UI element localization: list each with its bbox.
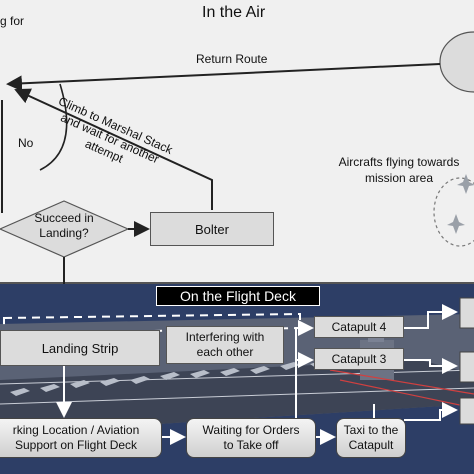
return-route-arrow <box>6 63 441 92</box>
decision-line-1: Succeed in <box>34 211 94 225</box>
interfering-box: Interfering with each other <box>166 326 284 364</box>
target-box-1 <box>459 297 474 329</box>
no-curve <box>39 83 68 171</box>
catapult-3-box: Catapult 3 <box>314 348 404 370</box>
taxi-line-1: Taxi to the <box>343 423 399 437</box>
mission-area-oval <box>439 31 474 93</box>
taxi-line-2: Catapult <box>348 438 394 452</box>
decision-label: Succeed in Landing? <box>18 211 110 241</box>
deck-title: On the Flight Deck <box>156 286 320 306</box>
aircraft-note-line-2: mission area <box>364 171 434 185</box>
parking-line-2: Support on Flight Deck <box>14 438 138 452</box>
air-title: In the Air <box>202 4 266 21</box>
waiting-line-1: Waiting for Orders <box>202 423 300 437</box>
target-box-3 <box>459 397 474 425</box>
target-box-2 <box>459 351 474 383</box>
waiting-line-2: to Take off <box>223 438 279 452</box>
climb-arrow <box>14 88 213 210</box>
catapult-4-box: Catapult 4 <box>314 316 404 338</box>
jet-icon-1 <box>457 174 474 194</box>
no-label: No <box>18 136 34 150</box>
landing-strip-box: Landing Strip <box>0 330 160 366</box>
interfering-line-2: each other <box>196 345 254 359</box>
parking-line-1: rking Location / Aviation <box>12 423 140 437</box>
bolter-box: Bolter <box>150 212 274 246</box>
decision-line-2: Landing? <box>39 226 89 240</box>
taxi-catapult-box: Taxi to the Catapult <box>336 418 406 458</box>
aircraft-note-line-1: Aircrafts flying towards <box>338 155 460 169</box>
return-route-label: Return Route <box>196 52 268 66</box>
aircraft-note: Aircrafts flying towards mission area <box>324 154 474 186</box>
top-left-fragment: g for <box>0 14 25 28</box>
parking-location-box: rking Location / Aviation Support on Fli… <box>0 418 162 458</box>
jet-icon-2 <box>447 214 465 234</box>
interfering-line-1: Interfering with <box>185 330 265 344</box>
waiting-orders-box: Waiting for Orders to Take off <box>186 418 316 458</box>
